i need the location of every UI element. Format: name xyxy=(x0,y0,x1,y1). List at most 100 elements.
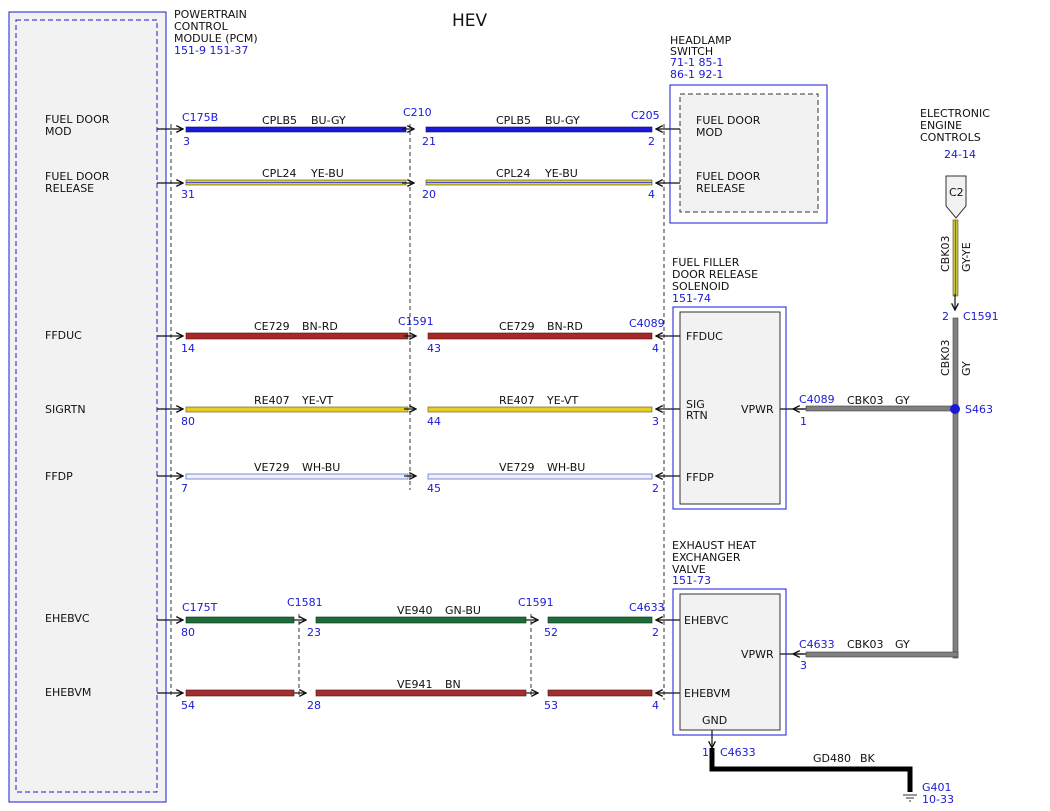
pcm-module: POWERTRAIN CONTROL MODULE (PCM) 151-9 15… xyxy=(8,8,258,803)
headlamp-switch: HEADLAMP SWITCH 71-1 85-1 86-1 92-1 FUEL… xyxy=(669,34,828,224)
pin-2: 2 xyxy=(648,135,655,148)
pin-3b: 3 xyxy=(652,415,659,428)
pin-1-gnd: 1 xyxy=(702,746,709,759)
pin-2b: 2 xyxy=(652,482,659,495)
pcm-pin-ehebvc: EHEBVC xyxy=(45,612,90,625)
pcm-pin-ehebvm: EHEBVM xyxy=(45,686,91,699)
pin-53: 53 xyxy=(544,699,558,712)
pin-numbers: 3 21 2 31 20 4 14 43 4 80 44 3 7 45 2 80… xyxy=(181,135,949,759)
solenoid-pin-ffduc: FFDUC xyxy=(686,330,723,343)
wire-segments xyxy=(185,126,959,792)
ground-name: G401 xyxy=(922,781,952,794)
headlamp-name-2: SWITCH xyxy=(670,45,713,58)
pin-80t: 80 xyxy=(181,626,195,639)
wire-bugy-a: BU-GY xyxy=(311,114,346,127)
pcm-pin-fuel-door-mod-2: MOD xyxy=(45,125,72,138)
pcm-refs: 151-9 151-37 xyxy=(174,44,248,57)
pin-80: 80 xyxy=(181,415,195,428)
solenoid-pin-sig: SIG xyxy=(686,398,705,411)
electronic-engine-controls: ELECTRONIC ENGINE CONTROLS 24-14 C2 xyxy=(920,107,990,219)
valve-pin-ehebvc: EHEBVC xyxy=(684,614,729,627)
conn-c4089: C4089 xyxy=(629,317,665,330)
valve-name-3: VALVE xyxy=(672,563,706,576)
wire-whbu-a: WH-BU xyxy=(302,461,340,474)
solenoid-pin-vpwr: VPWR xyxy=(741,403,774,416)
conn-c210: C210 xyxy=(403,106,432,119)
conn-c1591: C1591 xyxy=(398,315,434,328)
wire-re407-a: RE407 xyxy=(254,394,290,407)
pin-4: 4 xyxy=(648,188,655,201)
pcm-pin-ffduc: FFDUC xyxy=(45,329,82,342)
wire-bugy-b: BU-GY xyxy=(545,114,580,127)
connector-dashed-lines xyxy=(170,124,665,700)
wire-cpl24-b: CPL24 xyxy=(496,167,530,180)
wire-ce729-a: CE729 xyxy=(254,320,290,333)
conn-c175t: C175T xyxy=(182,601,218,614)
wire-bk: BK xyxy=(860,752,876,765)
wire-yevt-b: YE-VT xyxy=(546,394,579,407)
pin-28: 28 xyxy=(307,699,321,712)
pin-4b: 4 xyxy=(652,342,659,355)
eec-name-1: ELECTRONIC xyxy=(920,107,990,120)
solenoid-name-2: DOOR RELEASE xyxy=(672,268,758,281)
wire-yebu-b: YE-BU xyxy=(544,167,578,180)
headlamp-refs-1: 71-1 85-1 xyxy=(670,56,723,69)
conn-c1591-eec: C1591 xyxy=(963,310,999,323)
conn-c1591-lower: C1591 xyxy=(518,596,554,609)
wire-gy-valve: GY xyxy=(895,638,910,651)
pin-31: 31 xyxy=(181,188,195,201)
pin-3-vpwr: 3 xyxy=(800,659,807,672)
conn-c4633: C4633 xyxy=(629,601,665,614)
pin-3: 3 xyxy=(183,135,190,148)
fuel-filler-solenoid: FUEL FILLER DOOR RELEASE SOLENOID 151-74… xyxy=(672,256,787,510)
wire-labels: CPLB5 BU-GY CPLB5 BU-GY CPL24 YE-BU CPL2… xyxy=(254,114,973,765)
wire-gy-eec: GY xyxy=(960,361,973,376)
headlamp-name-1: HEADLAMP xyxy=(670,34,732,47)
ground-ref: 10-33 xyxy=(922,793,954,806)
exhaust-heat-exchanger-valve: EXHAUST HEAT EXCHANGER VALVE 151-73 EHEB… xyxy=(672,539,787,736)
valve-refs: 151-73 xyxy=(672,574,711,587)
headlamp-pin-release-2: RELEASE xyxy=(696,182,745,195)
pcm-name-2: CONTROL xyxy=(174,20,229,33)
wire-ve729-b: VE729 xyxy=(499,461,534,474)
conn-c4633-gnd: C4633 xyxy=(720,746,756,759)
wire-ve941: VE941 xyxy=(397,678,432,691)
pcm-name-1: POWERTRAIN xyxy=(174,8,247,21)
wire-whbu-b: WH-BU xyxy=(547,461,585,474)
pin-44: 44 xyxy=(427,415,441,428)
pcm-pin-fuel-door-mod-1: FUEL DOOR xyxy=(45,113,110,126)
pin-52: 52 xyxy=(544,626,558,639)
solenoid-refs: 151-74 xyxy=(672,292,711,305)
eec-refs: 24-14 xyxy=(944,148,976,161)
pin-2-eec: 2 xyxy=(942,310,949,323)
diagram-title: HEV xyxy=(452,11,488,31)
pin-45: 45 xyxy=(427,482,441,495)
pcm-pin-sigrtn: SIGRTN xyxy=(45,403,86,416)
valve-name-2: EXCHANGER xyxy=(672,551,741,564)
pin-7: 7 xyxy=(181,482,188,495)
headlamp-refs-2: 86-1 92-1 xyxy=(670,68,723,81)
valve-name-1: EXHAUST HEAT xyxy=(672,539,756,552)
wire-ve729-a: VE729 xyxy=(254,461,289,474)
conn-c1581: C1581 xyxy=(287,596,323,609)
pin-14: 14 xyxy=(181,342,195,355)
valve-pin-vpwr: VPWR xyxy=(741,648,774,661)
pin-43: 43 xyxy=(427,342,441,355)
ground-symbol xyxy=(903,794,917,802)
pin-1-vpwr: 1 xyxy=(800,415,807,428)
solenoid-name-1: FUEL FILLER xyxy=(672,256,740,269)
wire-ce729-b: CE729 xyxy=(499,320,535,333)
wire-cbk03-valve: CBK03 xyxy=(847,638,883,651)
pin-20: 20 xyxy=(422,188,436,201)
headlamp-pin-release-1: FUEL DOOR xyxy=(696,170,761,183)
eec-name-2: ENGINE xyxy=(920,119,962,132)
solenoid-name-3: SOLENOID xyxy=(672,280,729,293)
wire-ve940: VE940 xyxy=(397,604,432,617)
wire-bn: BN xyxy=(445,678,461,691)
eec-connector-label: C2 xyxy=(949,186,964,199)
solenoid-pin-ffdp: FFDP xyxy=(686,471,714,484)
wire-gyye-eec: GY-YE xyxy=(960,242,973,272)
valve-pin-gnd: GND xyxy=(702,714,727,727)
conn-c175b: C175B xyxy=(182,111,218,124)
wire-yebu-a: YE-BU xyxy=(310,167,344,180)
